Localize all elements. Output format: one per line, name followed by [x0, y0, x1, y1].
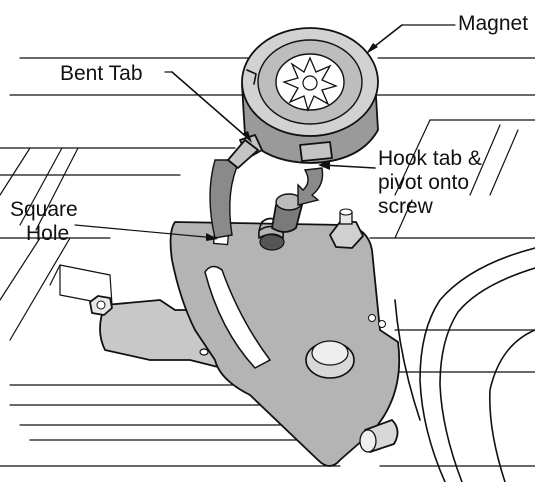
plate-nut	[329, 208, 364, 249]
bent-tab-strip	[227, 139, 259, 169]
label-square-hole-line2: Hole	[26, 222, 69, 245]
label-square-hole-line1: Square	[10, 198, 78, 221]
label-hook-tab-line1: Hook tab &	[378, 147, 482, 170]
callout-labels: Magnet Bent Tab Hook tab & pivot onto sc…	[10, 12, 528, 245]
pivot-screw-spring	[258, 193, 303, 251]
frame-tubes	[394, 247, 535, 482]
bracket-plate	[169, 221, 401, 467]
magnet	[239, 27, 379, 164]
background-rails	[0, 57, 535, 467]
label-hook-tab-line3: screw	[378, 195, 434, 218]
motion-arrows	[209, 159, 324, 239]
leader-lines	[74, 24, 456, 241]
label-hook-tab-line2: pivot onto	[378, 171, 469, 194]
label-bent-tab: Bent Tab	[60, 62, 143, 85]
label-magnet: Magnet	[458, 12, 528, 35]
